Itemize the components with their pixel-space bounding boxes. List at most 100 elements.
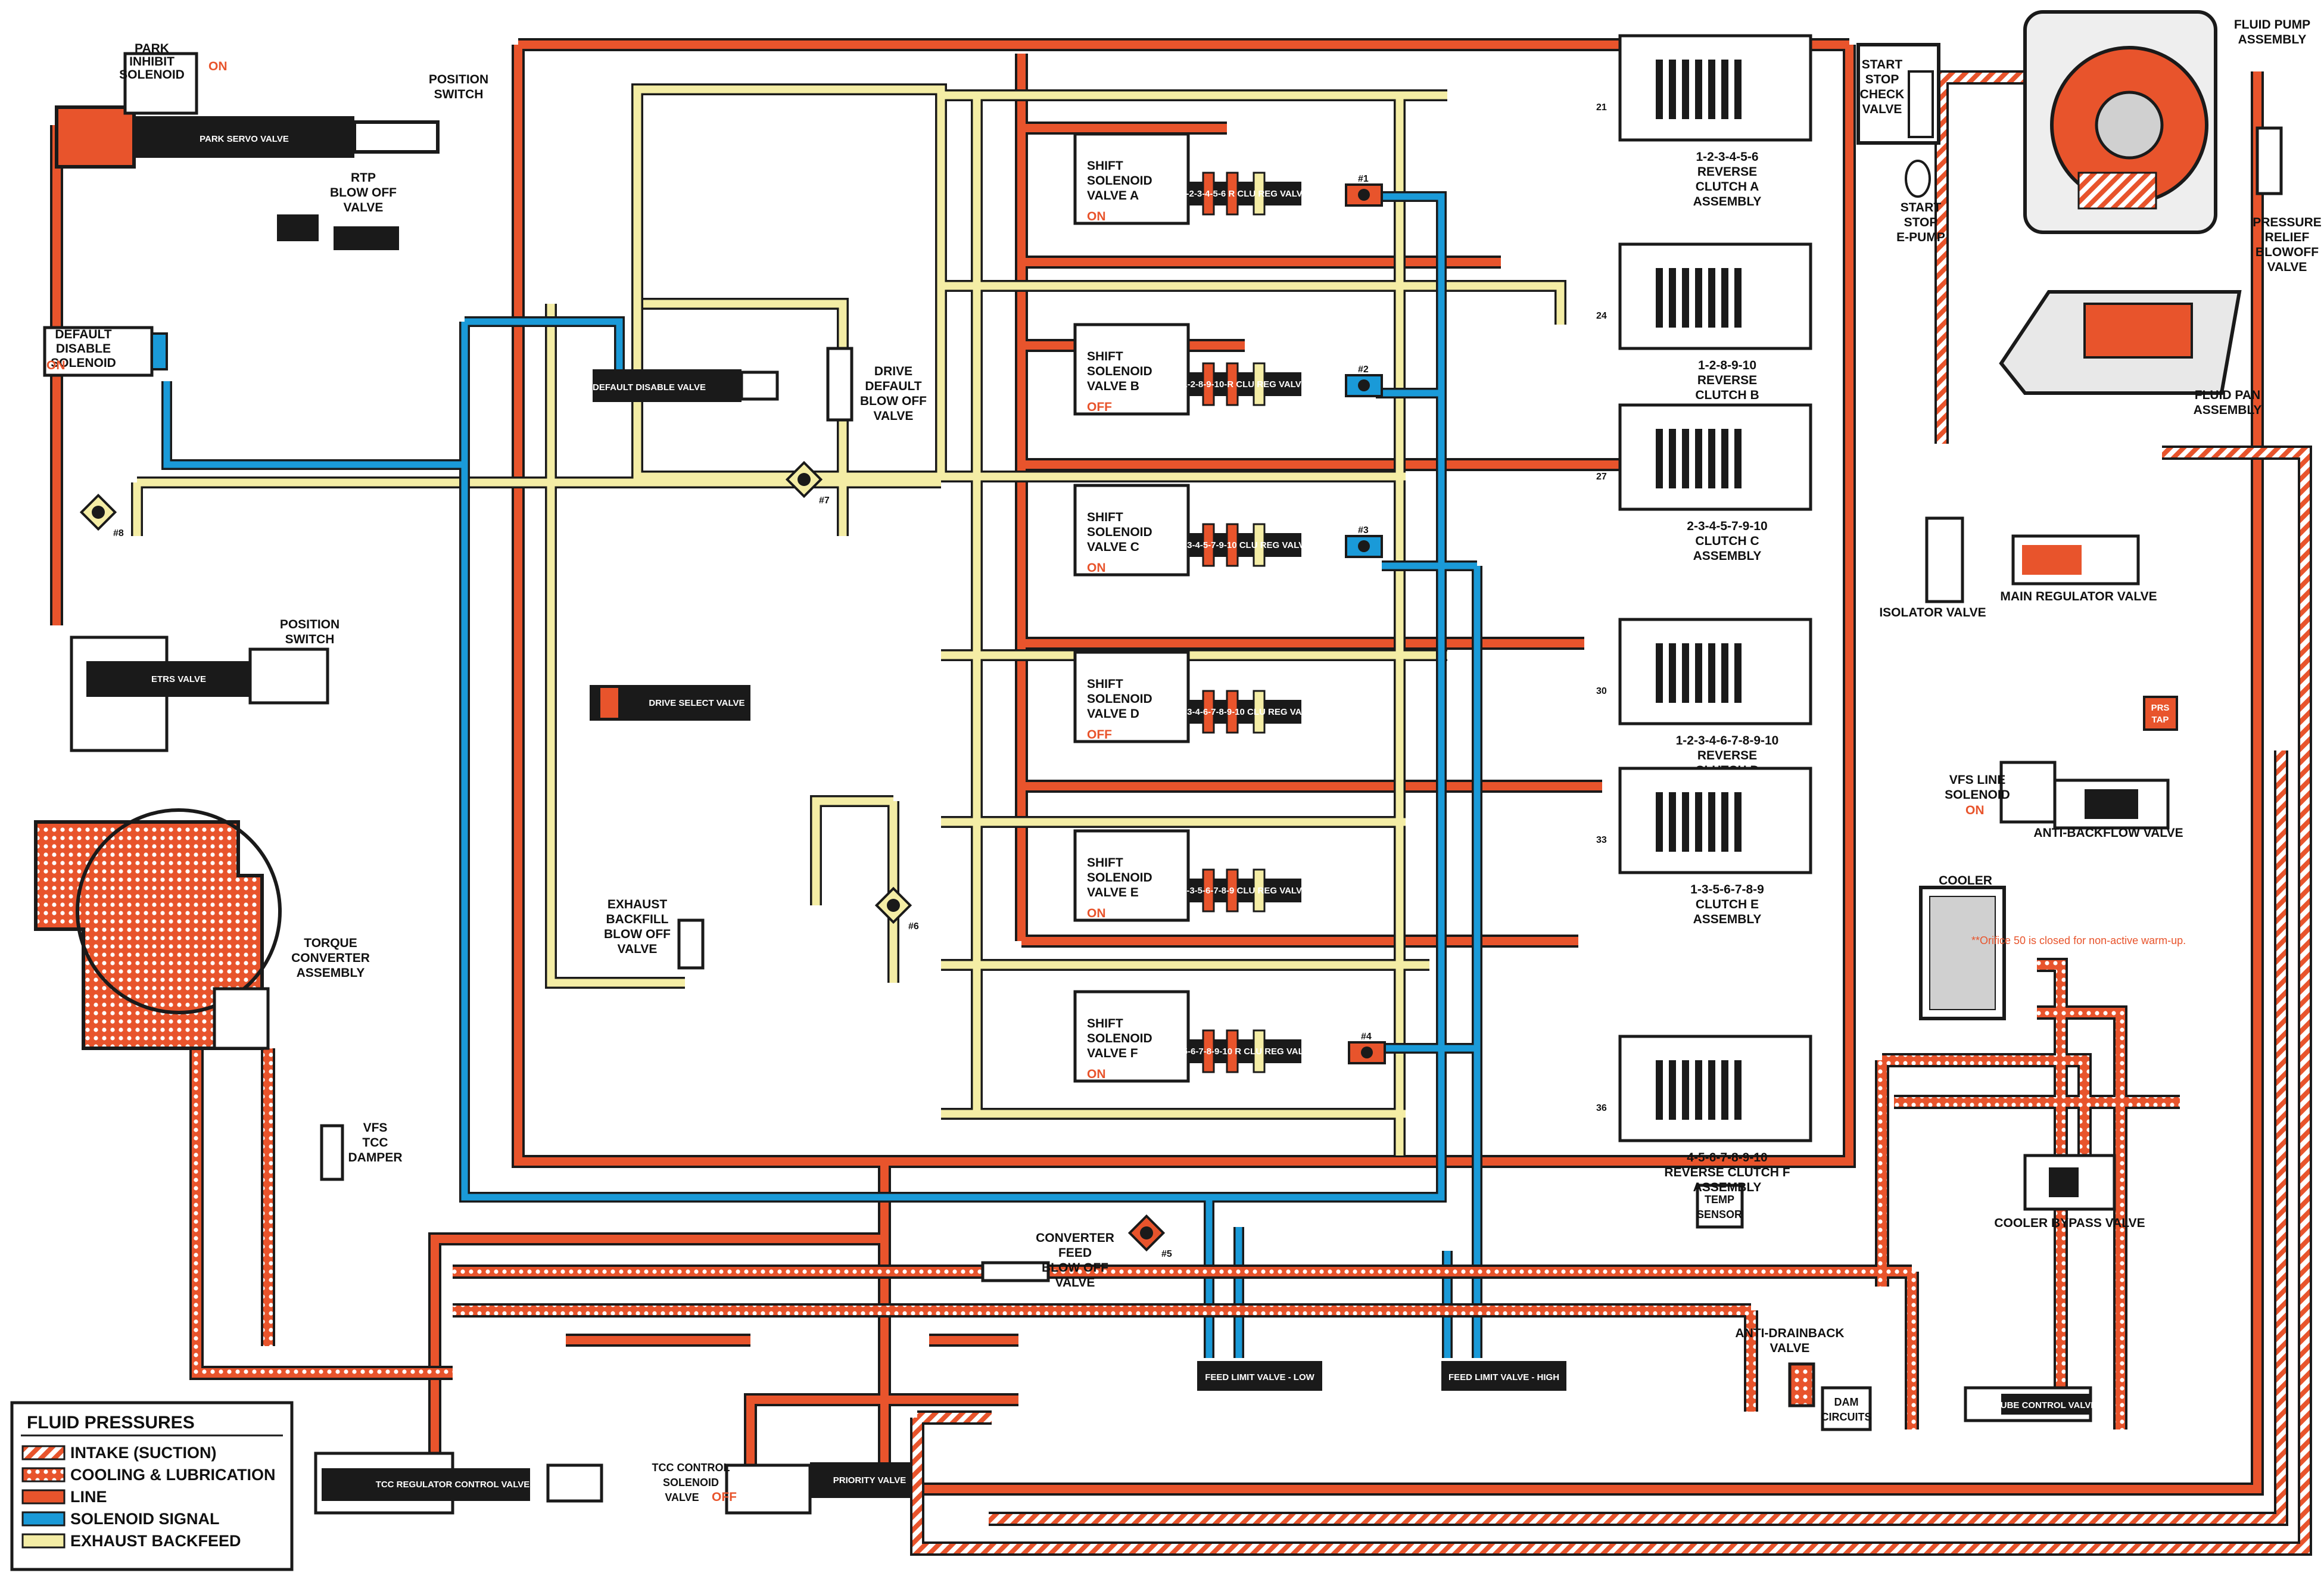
start-stop-check-valve: START STOP CHECK VALVE	[1856, 43, 1940, 145]
clutch-label: 1-2-8-9-10	[1698, 359, 1756, 372]
checkball-0: #5	[1127, 1214, 1172, 1259]
checkball-label: #8	[113, 528, 124, 538]
checkball	[1358, 189, 1370, 201]
rtp-line3: VALVE	[344, 201, 384, 214]
shift-solenoid-name: SHIFT	[1087, 510, 1123, 524]
clutch-label: CLUTCH B	[1695, 388, 1759, 402]
sse-line1: START	[1901, 201, 1942, 214]
park-servo-valve: PARK SERVO VALVE	[55, 105, 440, 169]
dam-line1: DAM	[1834, 1396, 1859, 1408]
clutch-label: CLUTCH E	[1696, 898, 1759, 911]
shift-solenoid-name: SHIFT	[1087, 677, 1123, 691]
checkball-label: #2	[1358, 365, 1369, 375]
cooler-label: COOLER	[1939, 874, 1992, 887]
isolator-label: ISOLATOR VALVE	[1879, 606, 1986, 619]
feed-limit-high-label: FEED LIMIT VALVE - HIGH	[1448, 1372, 1559, 1382]
vfs-tcc-line3: DAMPER	[348, 1151, 402, 1164]
clutch-label: ASSEMBLY	[1693, 1181, 1762, 1194]
clutch-label: REVERSE	[1697, 373, 1757, 387]
shift-solenoid-state: ON	[1087, 561, 1106, 575]
pressure-relief-blowoff: PRESSURE RELIEF BLOWOFF VALVE	[2253, 126, 2322, 274]
clutch-label: 1-2-3-4-6-7-8-9-10	[1676, 734, 1779, 748]
tcc-control-line1: TCC CONTROL	[652, 1462, 730, 1474]
fluid-pump-line1: FLUID PUMP	[2234, 18, 2310, 32]
shift-solenoid-name: VALVE F	[1087, 1047, 1138, 1060]
default-disable-state: ON	[46, 359, 66, 372]
vfs-tcc-damper: VFS TCC DAMPER	[320, 1121, 403, 1181]
clutch-reg-valve-label: 1-2-8-9-10-R CLU REG VALVE	[1182, 379, 1307, 390]
default-disable-valve-label: DEFAULT DISABLE VALVE	[593, 382, 706, 393]
fluid-pan-line1: FLUID PAN	[2195, 388, 2260, 402]
pr-line4: VALVE	[2267, 260, 2307, 274]
shift-solenoid-state: ON	[1087, 907, 1106, 920]
checkball-group: #5#6#7#8	[79, 460, 1172, 1259]
dam-circuits: DAM CIRCUITS	[1821, 1386, 1872, 1431]
converter-feed-line4: VALVE	[1055, 1276, 1095, 1290]
clutch-label: ASSEMBLY	[1693, 195, 1762, 208]
shift-solenoid-name: SOLENOID	[1087, 1032, 1152, 1045]
drive-select-valve-label: DRIVE SELECT VALVE	[649, 698, 744, 708]
sse-line3: E-PUMP	[1896, 231, 1945, 244]
feed-limit-low-label: FEED LIMIT VALVE - LOW	[1205, 1372, 1314, 1382]
legend-exhaust: EXHAUST BACKFEED	[70, 1532, 241, 1550]
tcc-control-line3: VALVE	[665, 1491, 699, 1503]
clutch-label: CLUTCH A	[1696, 180, 1759, 194]
clutch-circuit: 36	[1596, 1103, 1607, 1113]
drive-default-line4: VALVE	[874, 409, 914, 423]
legend-signal: SOLENOID SIGNAL	[70, 1510, 220, 1528]
checkball-1: #6	[874, 886, 919, 932]
shift-solenoid-name: SOLENOID	[1087, 525, 1152, 539]
clutch-label: ASSEMBLY	[1693, 549, 1762, 563]
dam-line2: CIRCUITS	[1821, 1411, 1872, 1423]
default-disable-sol-line3: SOLENOID	[51, 356, 116, 370]
tcc-control-line2: SOLENOID	[663, 1477, 719, 1488]
drive-default-blow-off: DRIVE DEFAULT BLOW OFF VALVE	[826, 347, 927, 423]
cooler-bypass-valve: COOLER BYPASS VALVE	[1994, 1154, 2145, 1230]
checkball-label: #6	[908, 921, 919, 932]
default-disable-valve: DEFAULT DISABLE VALVE	[593, 369, 779, 402]
checkball	[1358, 540, 1370, 552]
converter-feed-line1: CONVERTER	[1036, 1231, 1114, 1245]
position-switch-top-line1: POSITION	[429, 73, 488, 86]
fluid-pump-line2: ASSEMBLY	[2238, 33, 2307, 46]
exhaust-backfill-line4: VALVE	[618, 942, 658, 956]
tcc-control-state: OFF	[712, 1490, 737, 1504]
ssc-line1: START	[1862, 58, 1903, 71]
etrs-valve-label: ETRS VALVE	[151, 674, 206, 684]
vfs-line-solenoid: VFS LINE SOLENOID ON	[1945, 761, 2057, 824]
rtp-line2: BLOW OFF	[330, 186, 397, 200]
shift-solenoid-name: VALVE E	[1087, 886, 1139, 899]
ssc-line3: CHECK	[1860, 88, 1905, 101]
clutch-label: 1-2-3-4-5-6	[1696, 150, 1758, 164]
feed-limit-valve-high: FEED LIMIT VALVE - HIGH	[1441, 1361, 1566, 1391]
legend-title: FLUID PRESSURES	[27, 1413, 195, 1432]
ssc-line4: VALVE	[1862, 102, 1902, 116]
rtp-line1: RTP	[351, 171, 376, 185]
exhaust-backfill-line2: BACKFILL	[606, 912, 669, 926]
shift-solenoid-name: SHIFT	[1087, 856, 1123, 870]
park-servo-valve-label: PARK SERVO VALVE	[200, 134, 289, 144]
clutch-circuit: 33	[1596, 835, 1607, 845]
shift-solenoid-name: SHIFT	[1087, 1017, 1123, 1030]
park-inhibit-line3: SOLENOID	[119, 68, 185, 82]
exhaust-backfill-blow-off: EXHAUST BACKFILL BLOW OFF VALVE	[604, 898, 705, 970]
isolator-valve: ISOLATOR VALVE	[1879, 516, 1986, 619]
drive-default-line3: BLOW OFF	[860, 394, 927, 408]
clutch-label: 2-3-4-5-7-9-10	[1687, 519, 1767, 533]
prs-tap-line1: PRS	[2151, 703, 2170, 713]
rtp-blow-off-valve: RTP BLOW OFF VALVE	[277, 171, 399, 250]
fluid-pan-line2: ASSEMBLY	[2194, 403, 2262, 417]
vfs-tcc-line2: TCC	[362, 1136, 388, 1150]
legend: FLUID PRESSURES INTAKE (SUCTION) COOLING…	[10, 1401, 294, 1571]
cooler: COOLER **Orifice 50 is closed for non-ac…	[1919, 874, 2186, 1020]
clutch-label: 1-3-5-6-7-8-9	[1690, 883, 1764, 896]
checkball-3: #8	[79, 493, 124, 538]
